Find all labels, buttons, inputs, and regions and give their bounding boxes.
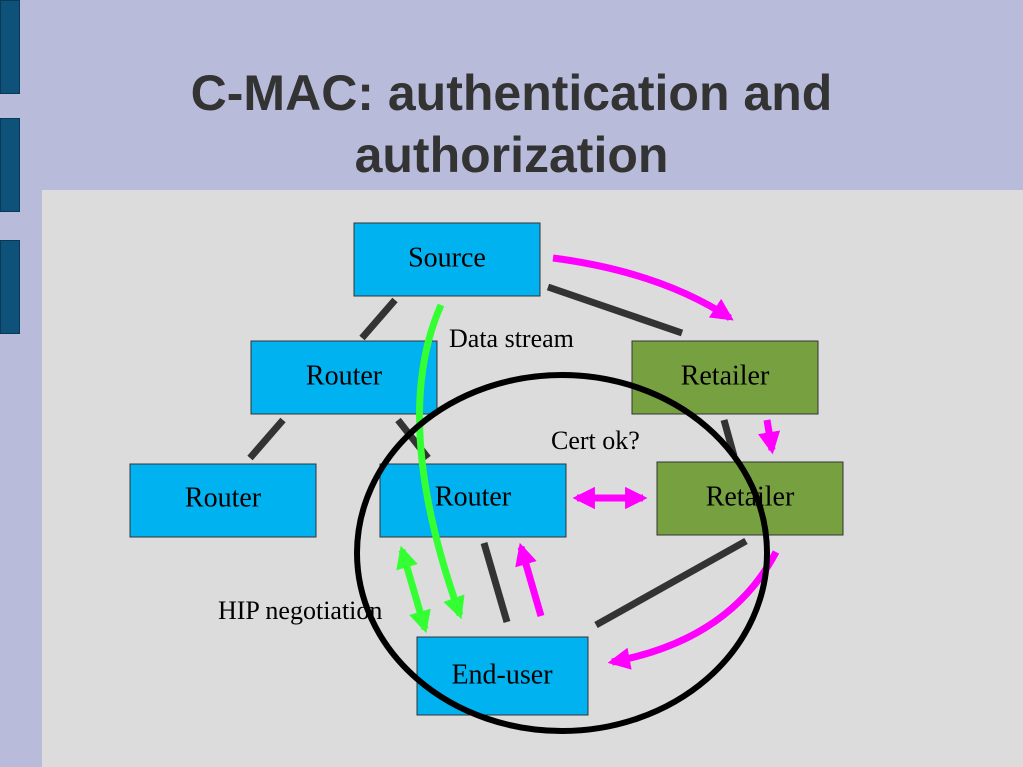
- svg-text:Router: Router: [435, 481, 512, 512]
- node-end-user: End-user: [416, 636, 589, 716]
- sidebar-tab-2: [0, 118, 20, 212]
- arrow-retailer-to-retailer: [758, 419, 781, 455]
- node-source: Source: [353, 222, 541, 297]
- node-router-left: Router: [129, 463, 317, 538]
- label-hip-negotiation: HIP negotiation: [218, 596, 382, 625]
- arrow-data-stream: [416, 303, 465, 620]
- arrow-hip-negotiation: [396, 545, 431, 634]
- arrow-source-to-retailer: [552, 254, 734, 321]
- link-source-router-mid: [359, 297, 398, 341]
- slide-title-line-2: authorization: [354, 127, 669, 183]
- green-arrows: [396, 303, 465, 634]
- node-router-center: Router: [379, 463, 567, 538]
- link-router-center-end-user: [480, 542, 511, 623]
- svg-text:Router: Router: [306, 360, 383, 391]
- node-retailer-top: Retailer: [631, 340, 819, 415]
- slide-title: C-MAC: authentication and authorization: [40, 62, 983, 186]
- svg-text:Source: Source: [408, 242, 486, 273]
- label-cert-ok: Cert ok?: [551, 426, 640, 455]
- label-data-stream: Data stream: [449, 324, 574, 353]
- svg-text:End-user: End-user: [451, 659, 553, 690]
- slide-title-line-1: C-MAC: authentication and: [190, 65, 833, 121]
- node-retailer-bottom: Retailer: [656, 461, 844, 536]
- magenta-arrows: [515, 254, 781, 670]
- link-router-mid-router-left: [247, 417, 286, 461]
- svg-text:Retailer: Retailer: [681, 360, 770, 391]
- link-source-retailer-top: [546, 283, 684, 337]
- sidebar-tab-3: [0, 240, 20, 334]
- svg-text:Router: Router: [185, 482, 262, 513]
- sidebar-tab-1: [0, 0, 20, 94]
- highlight-ellipse: [354, 372, 770, 734]
- arrow-end-user-to-router: [515, 542, 545, 617]
- link-retailer-bottom-end-user: [594, 537, 748, 629]
- node-router-mid: Router: [250, 340, 438, 415]
